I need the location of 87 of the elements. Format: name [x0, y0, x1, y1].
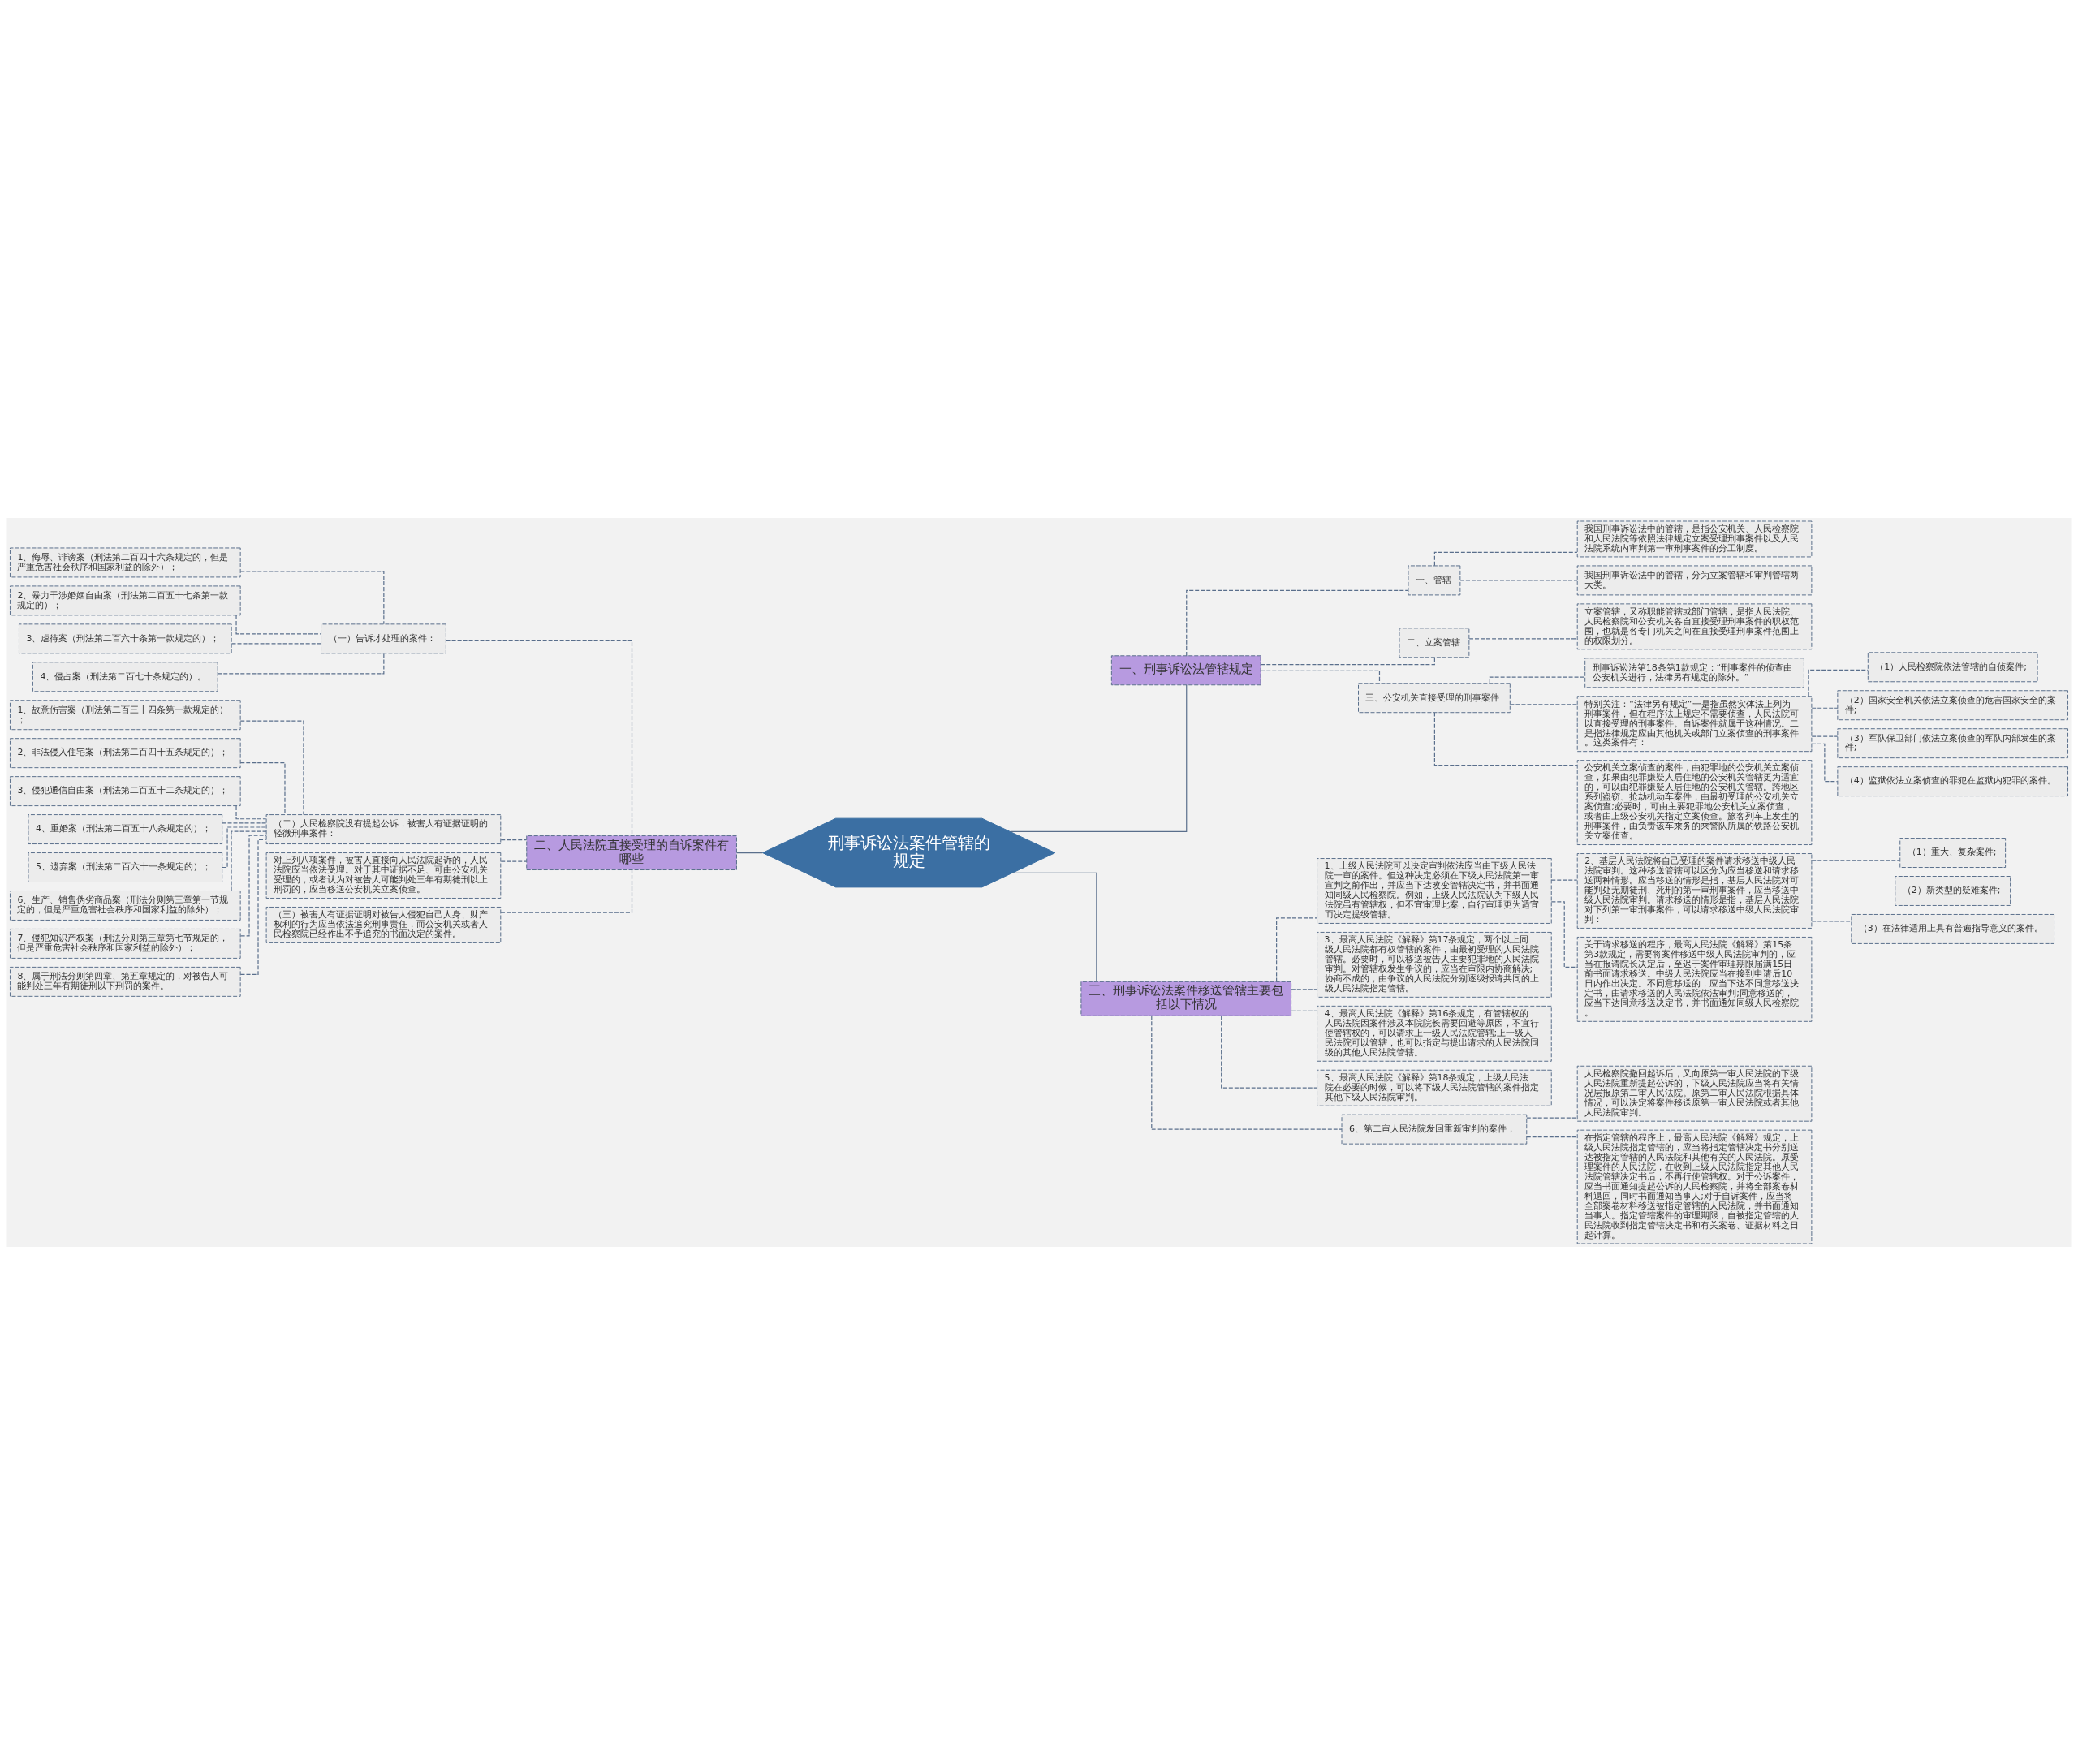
- node-box: 6、生产、销售伪劣商品案（刑法分则第三章第一节规定的，但是严重危害社会秩序和国家利益的除外）；: [9, 890, 241, 921]
- node-box: 1、侮辱、诽谤案（刑法第二百四十六条规定的，但是严重危害社会秩序和国家利益的除外）；: [9, 546, 241, 577]
- node-box: 二、立案管辖: [1399, 627, 1470, 658]
- connector: [1151, 1015, 1343, 1130]
- node-box: 4、侵占案（刑法第二百七十条规定的）。: [32, 661, 218, 692]
- connector: [1811, 859, 1901, 861]
- connector: [1010, 684, 1188, 832]
- connector: [1291, 988, 1317, 990]
- connector: [446, 640, 633, 836]
- connector: [239, 839, 267, 975]
- node-box: 3、侵犯通信自由案（刑法第二百五十二条规定的）；: [9, 775, 241, 806]
- node-box: 3、虐待案（刑法第二百六十条第一款规定的）；: [18, 623, 232, 653]
- connector: [1186, 589, 1409, 656]
- connector: [239, 720, 304, 815]
- connector: [235, 614, 322, 634]
- node-box: 4、重婚案（刑法第二百五十八条规定的）；: [28, 813, 223, 844]
- node-box: 刑事诉讼法第18条第1款规定：“刑事案件的侦查由公安机关进行，法律另有规定的除外。”: [1584, 657, 1804, 688]
- connector: [239, 761, 286, 815]
- connector: [1260, 657, 1435, 665]
- node-box: 三、公安机关直接受理的刑事案件: [1358, 682, 1511, 713]
- connector: [1550, 879, 1578, 881]
- node-box: 1、上级人民法院可以决定审判依法应当由下级人民法院一审的案件。但这种决定必须在下级人民法院第一审宣判之前作出，并应当下达改变管辖决定书，并书面通知同级人民检察院。例如，上级人民法院认为下级人民法院虽有管辖权，但不宜审理此案，自行审理更为适宜而决定提级管辖。: [1317, 857, 1552, 924]
- connector: [1526, 1117, 1578, 1119]
- node-box: （一）告诉才处理的案件：: [321, 623, 446, 653]
- node-box: 在指定管辖的程序上，最高人民法院《解释》规定，上级人民法院指定管辖的，应当将指定管辖决定书分别送达被指定管辖的人民法院和其他有关的人民法院。原受理案件的人民法院，在收到上级人民法院指定其他人民法院管辖决定书后，不再行使管辖权。对于公诉案件，应当书面通知提起公诉的人民检察院，并将全部案卷材料退回，同时书面通知当事人;对于自诉案件，应当将全部案卷材料移送被指定管辖的人民法院，并书面通知当事人。指定管辖案件的审理期限，自被指定管辖的人民法院收到指定管辖决定书和有关案卷、证据材料之日起计算。: [1576, 1129, 1813, 1244]
- node-box: 5、最高人民法院《解释》第18条规定，上级人民法院在必要的时候，可以将下级人民法院管辖的案件指定其他下级人民法院审判。: [1317, 1069, 1552, 1106]
- connector: [1011, 872, 1097, 982]
- connector: [1221, 1015, 1317, 1089]
- node-box: 2、暴力干涉婚姻自由案（刑法第二百五十七条第一款规定的）；: [9, 584, 241, 615]
- node-box: （三）被害人有证据证明对被告人侵犯自己人身、财产权利的行为应当依法追究刑事责任，而公安机关或者人民检察院已经作出不予追究的书面决定的案件。: [265, 906, 502, 943]
- connector: [217, 653, 385, 674]
- node-box: 2、基层人民法院将自己受理的案件请求移送中级人民法院审判。这种移送管辖可以区分为应当移送和请求移送两种情形。应当移送的情形是指，基层人民法院对可能判处无期徒刑、死刑的第一审刑事案件，应当移送中级人民法院审判。请求移送的情形是指，基层人民法院对下列第一审刑事案件，可以请求移送中级人民法院审判：: [1576, 852, 1813, 929]
- node-box: 关于请求移送的程序，最高人民法院《解释》第15条第3款规定，需要将案件移送中级人民法院审判的，应当在报请院长决定后，至迟于案件审理期限届满15日前书面请求移送。中级人民法院应当在接到申请后10日内作出决定。不同意移送的，应当下达不同意移送决定书，由请求移送的人民法院依法审判;同意移送的，应当下达同意移送决定书，并书面通知同级人民检察院。: [1576, 936, 1813, 1022]
- connector: [500, 869, 633, 913]
- connector: [1291, 1010, 1317, 1011]
- node-box: 1、故意伤害案（刑法第二百三十四条第一款规定的）；: [9, 699, 241, 730]
- connector: [1509, 703, 1578, 705]
- node-box: （2）国家安全机关依法立案侦查的危害国家安全的案件;: [1837, 689, 2069, 720]
- connector: [1468, 637, 1578, 639]
- connector: [1276, 917, 1317, 982]
- node-box: （3）在法律适用上具有普遍指导意义的案件。: [1851, 913, 2055, 944]
- connector: [231, 642, 321, 644]
- connector: [1433, 711, 1578, 766]
- connector: [235, 804, 267, 819]
- connector: [1260, 670, 1381, 684]
- connector: [1489, 675, 1586, 684]
- node-box: 2、非法侵入住宅案（刑法第二百四十五条规定的）；: [9, 737, 241, 768]
- node-box: 一、刑事诉讼法管辖规定: [1110, 654, 1261, 685]
- connector: [736, 852, 763, 853]
- node-box: （3）军队保卫部门依法立案侦查的军队内部发生的案件;: [1837, 727, 2069, 758]
- connector: [1811, 735, 1839, 737]
- connector: [500, 839, 528, 840]
- node-box: （2）新类型的疑难案件;: [1895, 875, 2011, 906]
- node-box: 三、刑事诉讼法案件移送管辖主要包括以下情况: [1080, 981, 1292, 1016]
- connector: [239, 835, 267, 937]
- connector: [1459, 579, 1578, 580]
- connector: [1808, 669, 1869, 697]
- connector: [222, 826, 267, 868]
- node-box: （1）人民检察院依法管辖的自侦案件;: [1867, 651, 2038, 682]
- connector: [1811, 890, 1896, 891]
- node-box: 特别关注：“法律另有规定”一是指虽然实体法上列为刑事案件，但在程序法上规定不需要侦查，人民法院可以直接受理的刑事案件。自诉案件就属于这种情况。二是指法律规定应由其他机关或部门立案侦查的刑事案件。这类案件有：: [1576, 695, 1813, 752]
- connector: [500, 860, 528, 862]
- node-box: 6、第二审人民法院发回重新审判的案件，: [1341, 1114, 1528, 1145]
- connector: [231, 830, 267, 891]
- connector: [1811, 743, 1839, 782]
- node-box: 立案管辖，又称职能管辖或部门管辖，是指人民法院、人民检察院和公安机关各自直接受理刑事案件的职权范围，也就是各专门机关之间在直接受理刑事案件范围上的权限划分。: [1576, 602, 1813, 649]
- connector: [1433, 551, 1578, 566]
- node-box: 公安机关立案侦查的案件，由犯罪地的公安机关立案侦查，如果由犯罪嫌疑人居住地的公安机关管辖更为适宜的，可以由犯罪嫌疑人居住地的公安机关管辖。跨地区系列盗窃、抢劫机动车案件，由最初受理的公安机关立案侦查;必要时，可由主要犯罪地公安机关立案侦查，或者由上级公安机关指定立案侦查。旅客列车上发生的刑事案件，由负责该车乘务的乘警队所属的铁路公安机关立案侦查。: [1576, 759, 1813, 845]
- node-box: 3、最高人民法院《解释》第17条规定，两个以上同级人民法院都有权管辖的案件，由最初受理的人民法院管辖。必要时，可以移送被告人主要犯罪地的人民法院审判。对管辖权发生争议的，应当在审限内协商解决;协商不成的，由争议的人民法院分别逐级报请共同的上级人民法院指定管辖。: [1317, 931, 1552, 998]
- node-box: 人民检察院撤回起诉后，又向原第一审人民法院的下级人民法院重新提起公诉的，下级人民法院应当将有关情况层报原第二审人民法院。原第二审人民法院根据具体情况，可以决定将案件移送原第一审人民法院或者其他人民法院审判。: [1576, 1065, 1813, 1122]
- node-box: （4）监狱依法立案侦查的罪犯在监狱内犯罪的案件。: [1837, 766, 2069, 796]
- node-box: 我国刑事诉讼法中的管辖，是指公安机关、人民检察院和人民法院等依照法律规定立案受理刑事案件以及人民法院系统内审判第一审刑事案件的分工制度。: [1576, 520, 1813, 557]
- node-box: 8、属于刑法分则第四章、第五章规定的，对被告人可能判处三年有期徒刑以下刑罚的案件。: [9, 966, 241, 997]
- node-box: 4、最高人民法院《解释》第16条规定，有管辖权的人民法院因案件涉及本院院长需要回避等原因，不宜行使管辖权的，可以请求上一级人民法院管辖;上一级人民法院可以管辖，也可以指定与提出请求的人民法院同级的其他人民法院管辖。: [1317, 1005, 1552, 1062]
- node-box: 5、遗弃案（刑法第二百六十一条规定的）；: [28, 852, 223, 882]
- node-box: 对上列八项案件，被害人直接向人民法院起诉的，人民法院应当依法受理。对于其中证据不足、可由公安机关受理的，或者认为对被告人可能判处三年有期徒刑以上刑罚的，应当移送公安机关立案侦查。: [265, 852, 502, 899]
- node-box: （二）人民检察院没有提起公诉，被害人有证据证明的轻微刑事案件：: [265, 813, 502, 844]
- connector: [222, 822, 267, 823]
- connector: [1526, 1136, 1578, 1137]
- node-box: （1）重大、复杂案件;: [1899, 837, 2007, 868]
- node-box: 一、管辖: [1408, 564, 1461, 595]
- node-box: 我国刑事诉讼法中的管辖，分为立案管辖和审判管辖两大类。: [1576, 564, 1813, 595]
- connector: [239, 570, 385, 624]
- connector: [1811, 920, 1852, 922]
- connector: [1811, 707, 1839, 709]
- node-box: 二、人民法院直接受理的自诉案件有哪些: [526, 835, 737, 870]
- node-box: 7、侵犯知识产权案（刑法分则第三章第七节规定的，但是严重危害社会秩序和国家利益的除外）；: [9, 928, 241, 959]
